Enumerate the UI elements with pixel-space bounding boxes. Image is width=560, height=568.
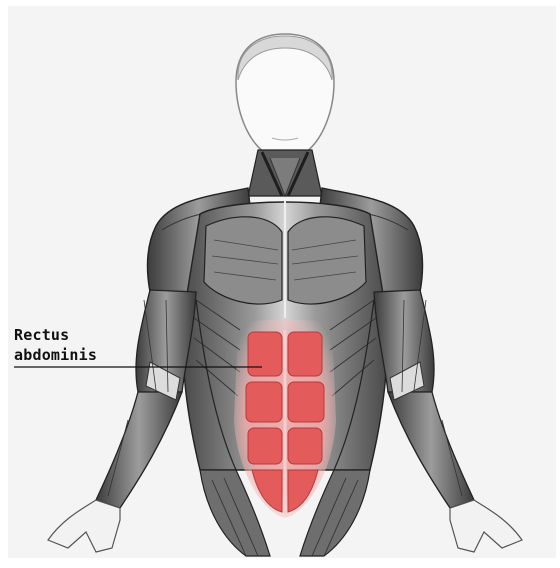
muscle-label-line-2: abdominis [14, 345, 97, 365]
muscle-label-line-1: Rectus [14, 325, 69, 345]
neck [248, 150, 322, 196]
